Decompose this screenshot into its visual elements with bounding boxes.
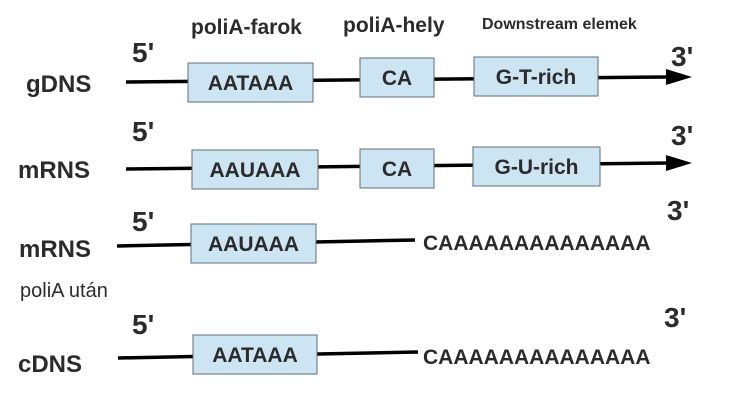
signal-text: AATAAA: [212, 344, 298, 367]
polya-tail-sequence: CAAAAAAAAAAAAAA: [423, 346, 650, 369]
row-label-cdns: cDNS: [18, 351, 82, 378]
downstream-box: [472, 146, 601, 187]
row-gdns: 5' 3' gDNS AATAAA CA G-T-rich: [26, 37, 693, 103]
signal-box: [192, 334, 318, 375]
five-prime-label: 5': [132, 37, 154, 68]
site-text: CA: [382, 158, 412, 181]
five-prime-label: 5': [132, 206, 154, 237]
signal-box: [191, 149, 319, 190]
site-box: [359, 148, 435, 189]
three-prime-label: 3': [671, 120, 693, 151]
arrow-head-icon: [666, 155, 692, 171]
five-prime-label: 5': [132, 309, 154, 340]
row-cdns: 5' 3' cDNS AATAAA CAAAAAAAAAAAAAA: [18, 302, 686, 378]
row-mrns-after-polya: 5' 3' mRNS poliA után AAUAAA CAAAAAAAAAA…: [19, 195, 689, 302]
header-polya-site: poliA-hely: [343, 14, 445, 37]
signal-text: AAUAAA: [210, 159, 301, 182]
polya-tail-sequence: CAAAAAAAAAAAAAA: [423, 232, 650, 255]
header-polya-tail: poliA-farok: [191, 16, 302, 39]
three-prime-label: 3': [667, 195, 689, 226]
downstream-box: [473, 56, 599, 97]
site-text: CA: [382, 67, 412, 90]
arrow-head-icon: [666, 69, 692, 85]
downstream-text: G-T-rich: [496, 66, 577, 89]
header-downstream-elements: Downstream elemek: [482, 16, 637, 33]
three-prime-label: 3': [671, 41, 693, 72]
signal-box: [187, 62, 314, 103]
row-mrns: 5' 3' mRNS AAUAAA CA G-U-rich: [18, 116, 693, 190]
five-prime-label: 5': [132, 116, 154, 147]
signal-text: AAUAAA: [208, 233, 299, 256]
three-prime-label: 3': [664, 302, 686, 333]
downstream-text: G-U-rich: [495, 156, 579, 179]
row-label-mrns: mRNS: [18, 157, 90, 184]
row-label-mrns: mRNS: [19, 236, 91, 263]
row-label-gdns: gDNS: [26, 71, 91, 98]
row-note-after-polya: poliA után: [20, 280, 108, 302]
site-box: [359, 57, 435, 98]
signal-box: [190, 223, 317, 264]
signal-text: AATAAA: [208, 72, 294, 95]
